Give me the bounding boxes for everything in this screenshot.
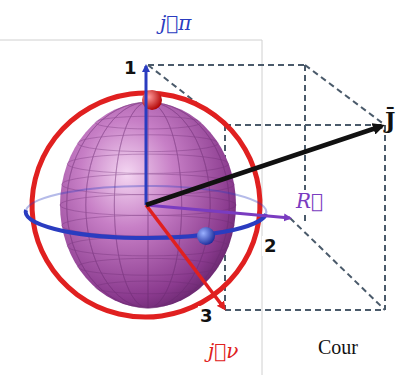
vector-label: j⃗π: [160, 12, 191, 34]
callout-number: 3: [198, 306, 215, 326]
callout-number: 1: [124, 58, 137, 78]
vector-label: R⃗: [294, 190, 325, 212]
vector-label: j⃗ν: [206, 340, 240, 362]
callout-number: 2: [262, 236, 279, 256]
document-text: Cour: [318, 336, 358, 358]
vector-label: J̄: [385, 108, 395, 132]
